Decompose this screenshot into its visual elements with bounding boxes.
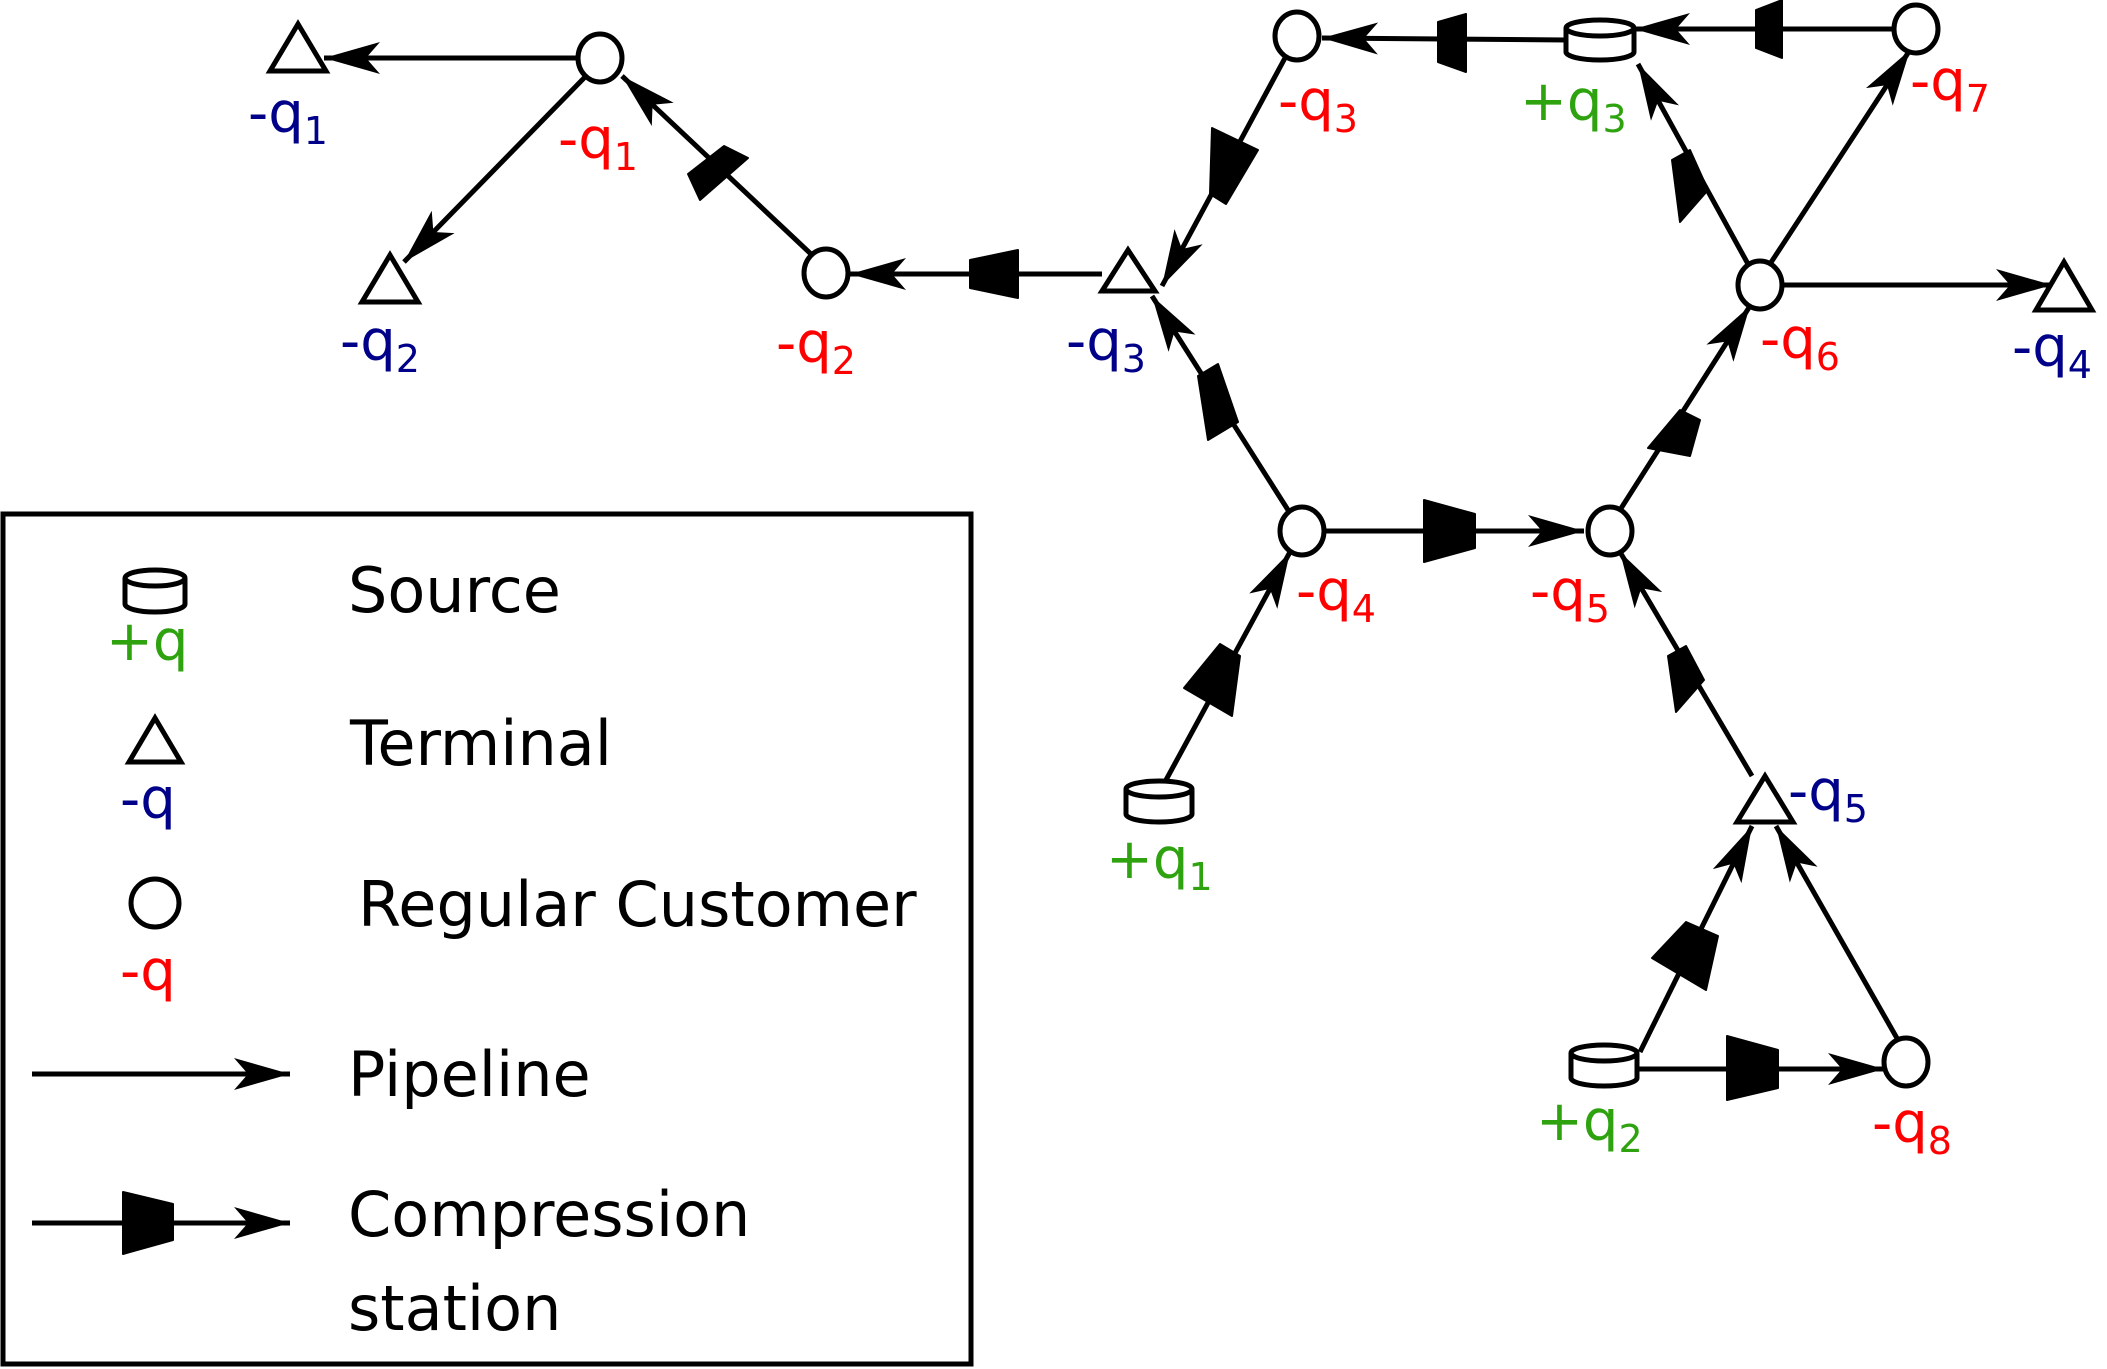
- customer-c4-icon[interactable]: [1277, 504, 1327, 558]
- nodes: [265, 2, 2097, 1089]
- compressor-icon: [1209, 127, 1259, 205]
- label-c7: -q7: [1910, 49, 1990, 121]
- customer-c7-icon[interactable]: [1891, 2, 1941, 56]
- compressor-icon: [1437, 13, 1467, 73]
- label-t4: -q4: [2012, 315, 2092, 387]
- label-c3: -q3: [1278, 69, 1358, 141]
- pipeline-c8-t5: [1773, 824, 1901, 1042]
- customer-c8-icon[interactable]: [1881, 1035, 1931, 1089]
- legend-source-sign: +q: [106, 609, 188, 674]
- label-t1: -q1: [248, 81, 328, 153]
- label-c4: -q4: [1296, 559, 1376, 631]
- compressor-icon: [1197, 363, 1239, 441]
- compressor-icon: [1651, 921, 1719, 991]
- legend-source-label: Source: [348, 554, 561, 627]
- legend-customer-sign: -q: [120, 939, 176, 1004]
- pipelines: [324, 0, 2052, 1101]
- legend-terminal-label: Terminal: [349, 707, 612, 780]
- pipeline-c5-c6: [1617, 304, 1753, 512]
- label-c1: -q1: [558, 107, 638, 179]
- legend-source-icon: [122, 567, 188, 615]
- label-s1: +q1: [1106, 827, 1213, 899]
- customer-c2-icon[interactable]: [801, 246, 851, 300]
- terminal-t5-icon[interactable]: [1732, 771, 1798, 825]
- compressor-icon: [1183, 643, 1241, 717]
- compressor-icon: [1667, 645, 1705, 713]
- label-t3: -q3: [1066, 309, 1146, 381]
- source-s2-icon[interactable]: [1568, 1042, 1640, 1089]
- compressor-icon: [1647, 409, 1701, 457]
- label-s3: +q3: [1520, 69, 1627, 141]
- node-labels: -q1 -q1 -q2 -q2 -q3 -q3 +q3 -q7 -q6 -q4 …: [248, 49, 2092, 1163]
- compressor-icon: [1671, 149, 1709, 223]
- terminal-t1-icon[interactable]: [265, 19, 331, 74]
- compressor-icon: [1726, 1035, 1779, 1101]
- label-c8: -q8: [1872, 1091, 1952, 1163]
- legend-customer-icon: [128, 876, 182, 930]
- compressor-icon: [1423, 499, 1476, 563]
- label-t5: -q5: [1788, 759, 1868, 831]
- legend-terminal-sign: -q: [120, 767, 176, 832]
- terminal-t2-icon[interactable]: [357, 250, 423, 305]
- customer-c3-icon[interactable]: [1272, 9, 1322, 63]
- label-s2: +q2: [1536, 1089, 1643, 1161]
- label-c2: -q2: [776, 311, 856, 383]
- legend: +q Source -q Terminal -q Regular Custome…: [0, 511, 974, 1367]
- legend-terminal-icon: [124, 713, 186, 765]
- customer-c6-icon[interactable]: [1735, 258, 1785, 312]
- label-t2: -q2: [340, 309, 420, 381]
- compressor-icon: [687, 145, 749, 201]
- compressor-icon: [1755, 0, 1783, 59]
- terminal-t4-icon[interactable]: [2031, 257, 2097, 313]
- customer-c1-icon[interactable]: [575, 31, 625, 85]
- pipeline-c1-t2: [402, 74, 588, 264]
- pipeline-c6-c7: [1767, 48, 1913, 266]
- legend-compressor-icon: [122, 1191, 174, 1255]
- legend-compression-label-2: station: [348, 1272, 561, 1345]
- terminal-t3-icon[interactable]: [1097, 245, 1160, 294]
- legend-pipeline-label: Pipeline: [348, 1038, 591, 1111]
- source-s1-icon[interactable]: [1123, 778, 1195, 825]
- legend-compression-label-1: Compression: [348, 1178, 750, 1251]
- label-c6: -q6: [1760, 307, 1840, 379]
- compressor-icon: [969, 249, 1019, 299]
- legend-customer-label: Regular Customer: [358, 868, 917, 941]
- source-s3-icon[interactable]: [1563, 17, 1637, 63]
- label-c5: -q5: [1530, 559, 1610, 631]
- customer-c5-icon[interactable]: [1585, 504, 1635, 558]
